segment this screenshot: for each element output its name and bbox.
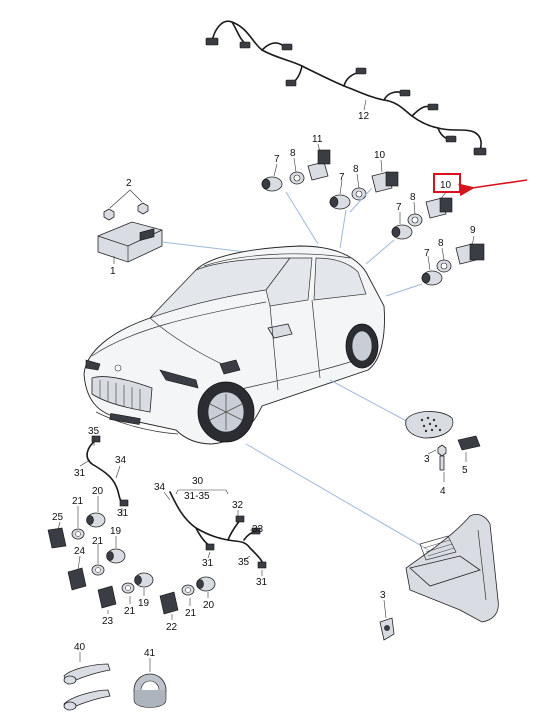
label-24: 24 <box>74 546 86 557</box>
car-illustration <box>83 245 385 445</box>
sensor-bracket-11[interactable] <box>307 149 331 181</box>
label-23: 23 <box>102 616 114 627</box>
sensor-ring-8-right-a[interactable] <box>407 213 423 227</box>
label-32: 32 <box>232 500 244 511</box>
label-10-a: 10 <box>374 150 386 161</box>
wiring-harness-34-left[interactable] <box>86 435 129 507</box>
rear-parking-sensor-20-a[interactable] <box>86 512 106 528</box>
label-30: 30 <box>192 476 204 487</box>
label-20-b: 20 <box>203 600 215 611</box>
sensor-ring-8-right-b[interactable] <box>436 259 452 273</box>
highlight-box-10 <box>433 173 461 193</box>
sensor-holder-10-top[interactable] <box>371 171 399 193</box>
label-31-d: 31 <box>256 577 268 588</box>
label-3-a: 3 <box>424 454 430 465</box>
label-8-d: 8 <box>438 238 444 249</box>
mounting-bracket[interactable] <box>405 514 499 623</box>
label-21-c: 21 <box>124 606 136 617</box>
label-8-a: 8 <box>290 148 296 159</box>
rear-parking-sensor-19-a[interactable] <box>106 548 126 564</box>
highlight-arrow <box>458 179 528 197</box>
label-1: 1 <box>110 266 116 277</box>
label-21-b: 21 <box>92 536 104 547</box>
label-8-b: 8 <box>353 164 359 175</box>
label-7-d: 7 <box>424 248 430 259</box>
label-19-b: 19 <box>138 598 150 609</box>
label-40: 40 <box>74 642 86 653</box>
rear-sensor-ring-21-c[interactable] <box>121 582 135 594</box>
wiring-harness-30[interactable] <box>169 491 267 569</box>
label-31-c: 31 <box>202 558 214 569</box>
rear-sensor-bracket-24[interactable] <box>67 567 87 591</box>
rear-sensor-ring-21-d[interactable] <box>181 584 195 596</box>
label-35-a: 35 <box>88 426 100 437</box>
sensor-holder-10-highlighted[interactable] <box>425 197 453 219</box>
label-31-35: 31-35 <box>184 491 210 502</box>
label-10-highlighted: 10 <box>440 180 452 191</box>
label-8-c: 8 <box>410 192 416 203</box>
label-31-b: 31 <box>117 508 129 519</box>
label-21-d: 21 <box>185 608 197 619</box>
parking-sensor-7-mid[interactable] <box>329 194 351 210</box>
label-9: 9 <box>470 225 476 236</box>
label-7-b: 7 <box>339 172 345 183</box>
rear-sensor-bracket-23[interactable] <box>97 585 117 609</box>
parking-sensor-7-top[interactable] <box>261 176 283 192</box>
rear-sensor-bracket-25[interactable] <box>47 527 67 549</box>
rear-sensor-bracket-22[interactable] <box>159 591 179 615</box>
nuts-2[interactable] <box>103 202 149 221</box>
label-12: 12 <box>358 111 370 122</box>
horn-3-lower[interactable] <box>379 617 395 641</box>
label-7-c: 7 <box>396 202 402 213</box>
label-19-a: 19 <box>110 526 122 537</box>
label-33: 33 <box>252 524 264 535</box>
rear-parking-sensor-20-b[interactable] <box>196 576 216 592</box>
label-7-a: 7 <box>274 154 280 165</box>
release-tool-40[interactable] <box>63 663 111 711</box>
rear-sensor-ring-21-b[interactable] <box>91 564 105 576</box>
alarm-horn-3[interactable] <box>405 411 454 439</box>
label-41: 41 <box>144 648 156 659</box>
label-5: 5 <box>462 465 468 476</box>
sensor-ring-8-mid[interactable] <box>351 187 367 201</box>
rear-parking-sensor-19-b[interactable] <box>134 572 154 588</box>
adhesive-ring-41[interactable] <box>133 673 167 708</box>
label-20-a: 20 <box>92 486 104 497</box>
label-11: 11 <box>312 134 323 145</box>
label-21-a: 21 <box>72 496 84 507</box>
rear-sensor-ring-21-a[interactable] <box>71 528 85 540</box>
label-34-b: 34 <box>154 482 166 493</box>
label-2: 2 <box>126 178 132 189</box>
sensor-ring-8-top[interactable] <box>289 171 305 185</box>
connector-5[interactable] <box>457 435 481 451</box>
label-22: 22 <box>166 622 178 633</box>
label-31-a: 31 <box>74 468 86 479</box>
label-3-b: 3 <box>380 590 386 601</box>
parking-sensor-7-right-b[interactable] <box>421 270 443 286</box>
sensor-bracket-9[interactable] <box>455 243 485 265</box>
bolt-4[interactable] <box>437 444 447 471</box>
label-35-b: 35 <box>238 557 250 568</box>
parking-sensor-7-right-a[interactable] <box>391 224 413 240</box>
label-4: 4 <box>440 486 446 497</box>
label-34-a: 34 <box>115 455 127 466</box>
label-25: 25 <box>52 512 64 523</box>
wiring-harness-12[interactable] <box>205 20 487 156</box>
control-unit-1[interactable] <box>97 221 163 263</box>
